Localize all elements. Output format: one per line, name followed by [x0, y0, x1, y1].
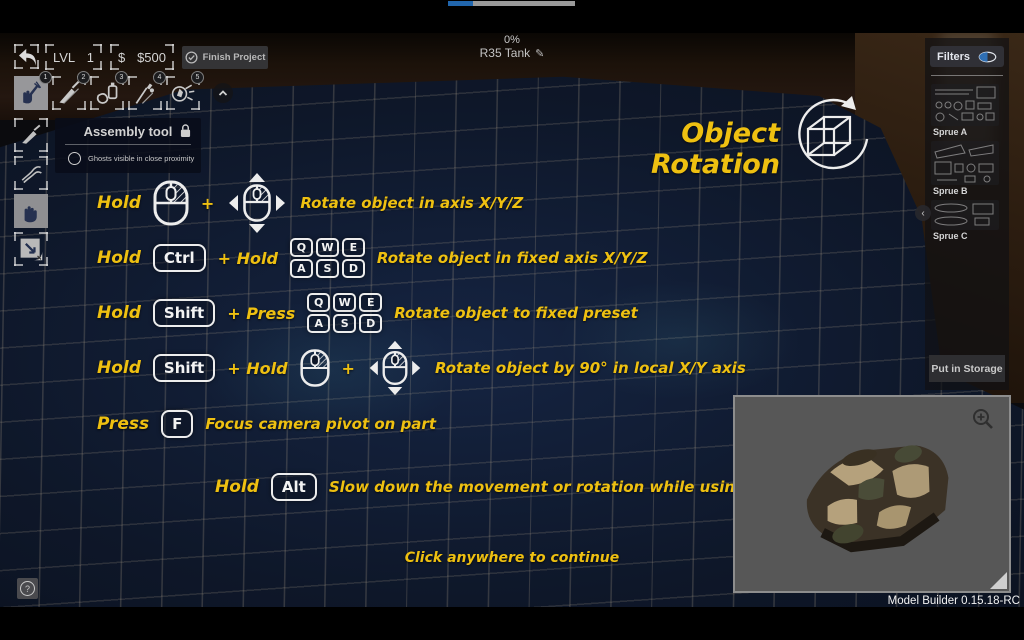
- tutorial-title: Object Rotation: [650, 118, 780, 180]
- money-value: $500: [137, 49, 166, 65]
- tool-slot-hand[interactable]: 1: [14, 71, 52, 110]
- chevron-up-icon: [218, 90, 228, 96]
- money-badge: $ $500: [110, 44, 174, 70]
- level-badge: LVL 1: [45, 44, 102, 70]
- tool-slot-knife[interactable]: 2: [52, 71, 90, 110]
- mouse-right-button-icon: [299, 349, 330, 387]
- sprue-b-item[interactable]: Sprue B: [931, 141, 1003, 196]
- model-preview-panel[interactable]: [733, 395, 1011, 593]
- level-value: 1: [86, 49, 94, 65]
- sidebar-item-pliers[interactable]: [14, 156, 48, 190]
- filter-toggle-icon: [978, 51, 997, 62]
- a-key: A: [289, 259, 313, 278]
- currency-icon: $: [118, 49, 126, 65]
- sprue-a-item[interactable]: Sprue A: [931, 84, 1003, 137]
- alt-key: Alt: [270, 473, 317, 501]
- hand-icon: [24, 206, 37, 223]
- filters-button[interactable]: Filters: [930, 46, 1004, 67]
- put-in-storage-button[interactable]: Put in Storage: [929, 355, 1005, 382]
- rotating-cube-icon: [798, 96, 869, 170]
- assembly-tool-title: Assembly tool: [55, 118, 201, 144]
- d-key: D: [341, 259, 365, 278]
- checkmark-icon: [185, 51, 198, 64]
- tool-slot-airbrush[interactable]: 5: [166, 71, 204, 110]
- w-key: W: [315, 238, 339, 257]
- parts-panel: Filters Sprue A: [925, 38, 1009, 390]
- sprue-c-item[interactable]: Sprue C: [931, 200, 1003, 241]
- tutorial-row-5: Press F Focus camera pivot on part: [97, 392, 436, 456]
- slot-badge: 1: [39, 71, 52, 84]
- lock-icon: [180, 124, 191, 137]
- pliers-icon: [21, 166, 42, 184]
- knife-icon: [22, 124, 41, 144]
- slot-badge: 2: [77, 71, 90, 84]
- qweasd-keys: Q W E A S D: [307, 293, 383, 333]
- slot-badge: 5: [191, 71, 204, 84]
- glue-putty-icon: [96, 82, 118, 104]
- level-label: LVL: [53, 49, 76, 65]
- shift-key: Shift: [152, 299, 216, 327]
- tool-slot-brush[interactable]: 4: [128, 71, 166, 110]
- f-key: F: [161, 410, 194, 438]
- s-key: S: [315, 259, 339, 278]
- left-sidebar: [14, 118, 48, 266]
- tool-slot-row: 1 2 3 4: [14, 71, 204, 110]
- brush-icon: [135, 83, 155, 104]
- object-rotation-icon: [786, 93, 870, 181]
- shift-key: Shift: [152, 354, 216, 382]
- slot-badge: 4: [153, 71, 166, 84]
- version-text: Model Builder 0.15.18-RC: [887, 595, 1020, 607]
- page-curl-icon[interactable]: [990, 572, 1007, 589]
- qweasd-keys: Q W E A S D: [289, 238, 365, 278]
- mouse-move-arrows-icon: [369, 340, 421, 396]
- sprue-c-label: Sprue C: [933, 231, 968, 241]
- tutorial-row-4: Hold Shift + Hold + Rotate object by 90°…: [97, 336, 746, 400]
- ctrl-key: Ctrl: [152, 244, 206, 272]
- undo-arrow-icon: [18, 48, 36, 66]
- mouse-move-arrows-icon: [229, 173, 286, 233]
- sidebar-item-select-move[interactable]: [14, 232, 48, 266]
- mouse-right-button-icon: [153, 180, 189, 226]
- e-key: E: [341, 238, 365, 257]
- collapse-toolbar-button[interactable]: [213, 83, 233, 103]
- sidebar-item-knife[interactable]: [14, 118, 48, 152]
- slot-badge: 3: [115, 71, 128, 84]
- airbrush-icon: [171, 84, 195, 102]
- sprue-b-thumbnail: [931, 141, 999, 185]
- sprue-c-thumbnail: [931, 200, 999, 230]
- q-key: Q: [289, 238, 313, 257]
- panel-collapse-chevron[interactable]: ‹: [915, 205, 931, 221]
- edit-project-name-icon[interactable]: ✎: [535, 48, 545, 60]
- tool-slot-glue[interactable]: 3: [90, 71, 128, 110]
- select-move-icon: [20, 238, 43, 261]
- ghosts-option-label: Ghosts visible in close proximity: [88, 154, 195, 163]
- undo-button[interactable]: [14, 44, 39, 69]
- build-progress-fill: [448, 1, 474, 6]
- letterbox-bottom: [0, 607, 1024, 640]
- ghosts-checkbox[interactable]: [68, 152, 81, 165]
- build-progress-bar: [448, 1, 575, 6]
- zoom-in-icon[interactable]: [971, 407, 995, 431]
- tank-model-preview: [765, 399, 988, 581]
- help-button[interactable]: ?: [17, 578, 38, 599]
- sprue-a-thumbnail: [931, 84, 999, 126]
- hand-pliers-icon: [23, 81, 42, 104]
- knife-file-icon: [59, 80, 80, 104]
- ghosts-option[interactable]: Ghosts visible in close proximity: [55, 145, 201, 165]
- assembly-tool-panel: Assembly tool Ghosts visible in close pr…: [55, 118, 201, 173]
- finish-project-button[interactable]: Finish Project: [182, 46, 268, 69]
- sprue-b-label: Sprue B: [933, 186, 968, 196]
- sidebar-item-hand[interactable]: [14, 194, 48, 228]
- sprue-a-label: Sprue A: [933, 127, 968, 137]
